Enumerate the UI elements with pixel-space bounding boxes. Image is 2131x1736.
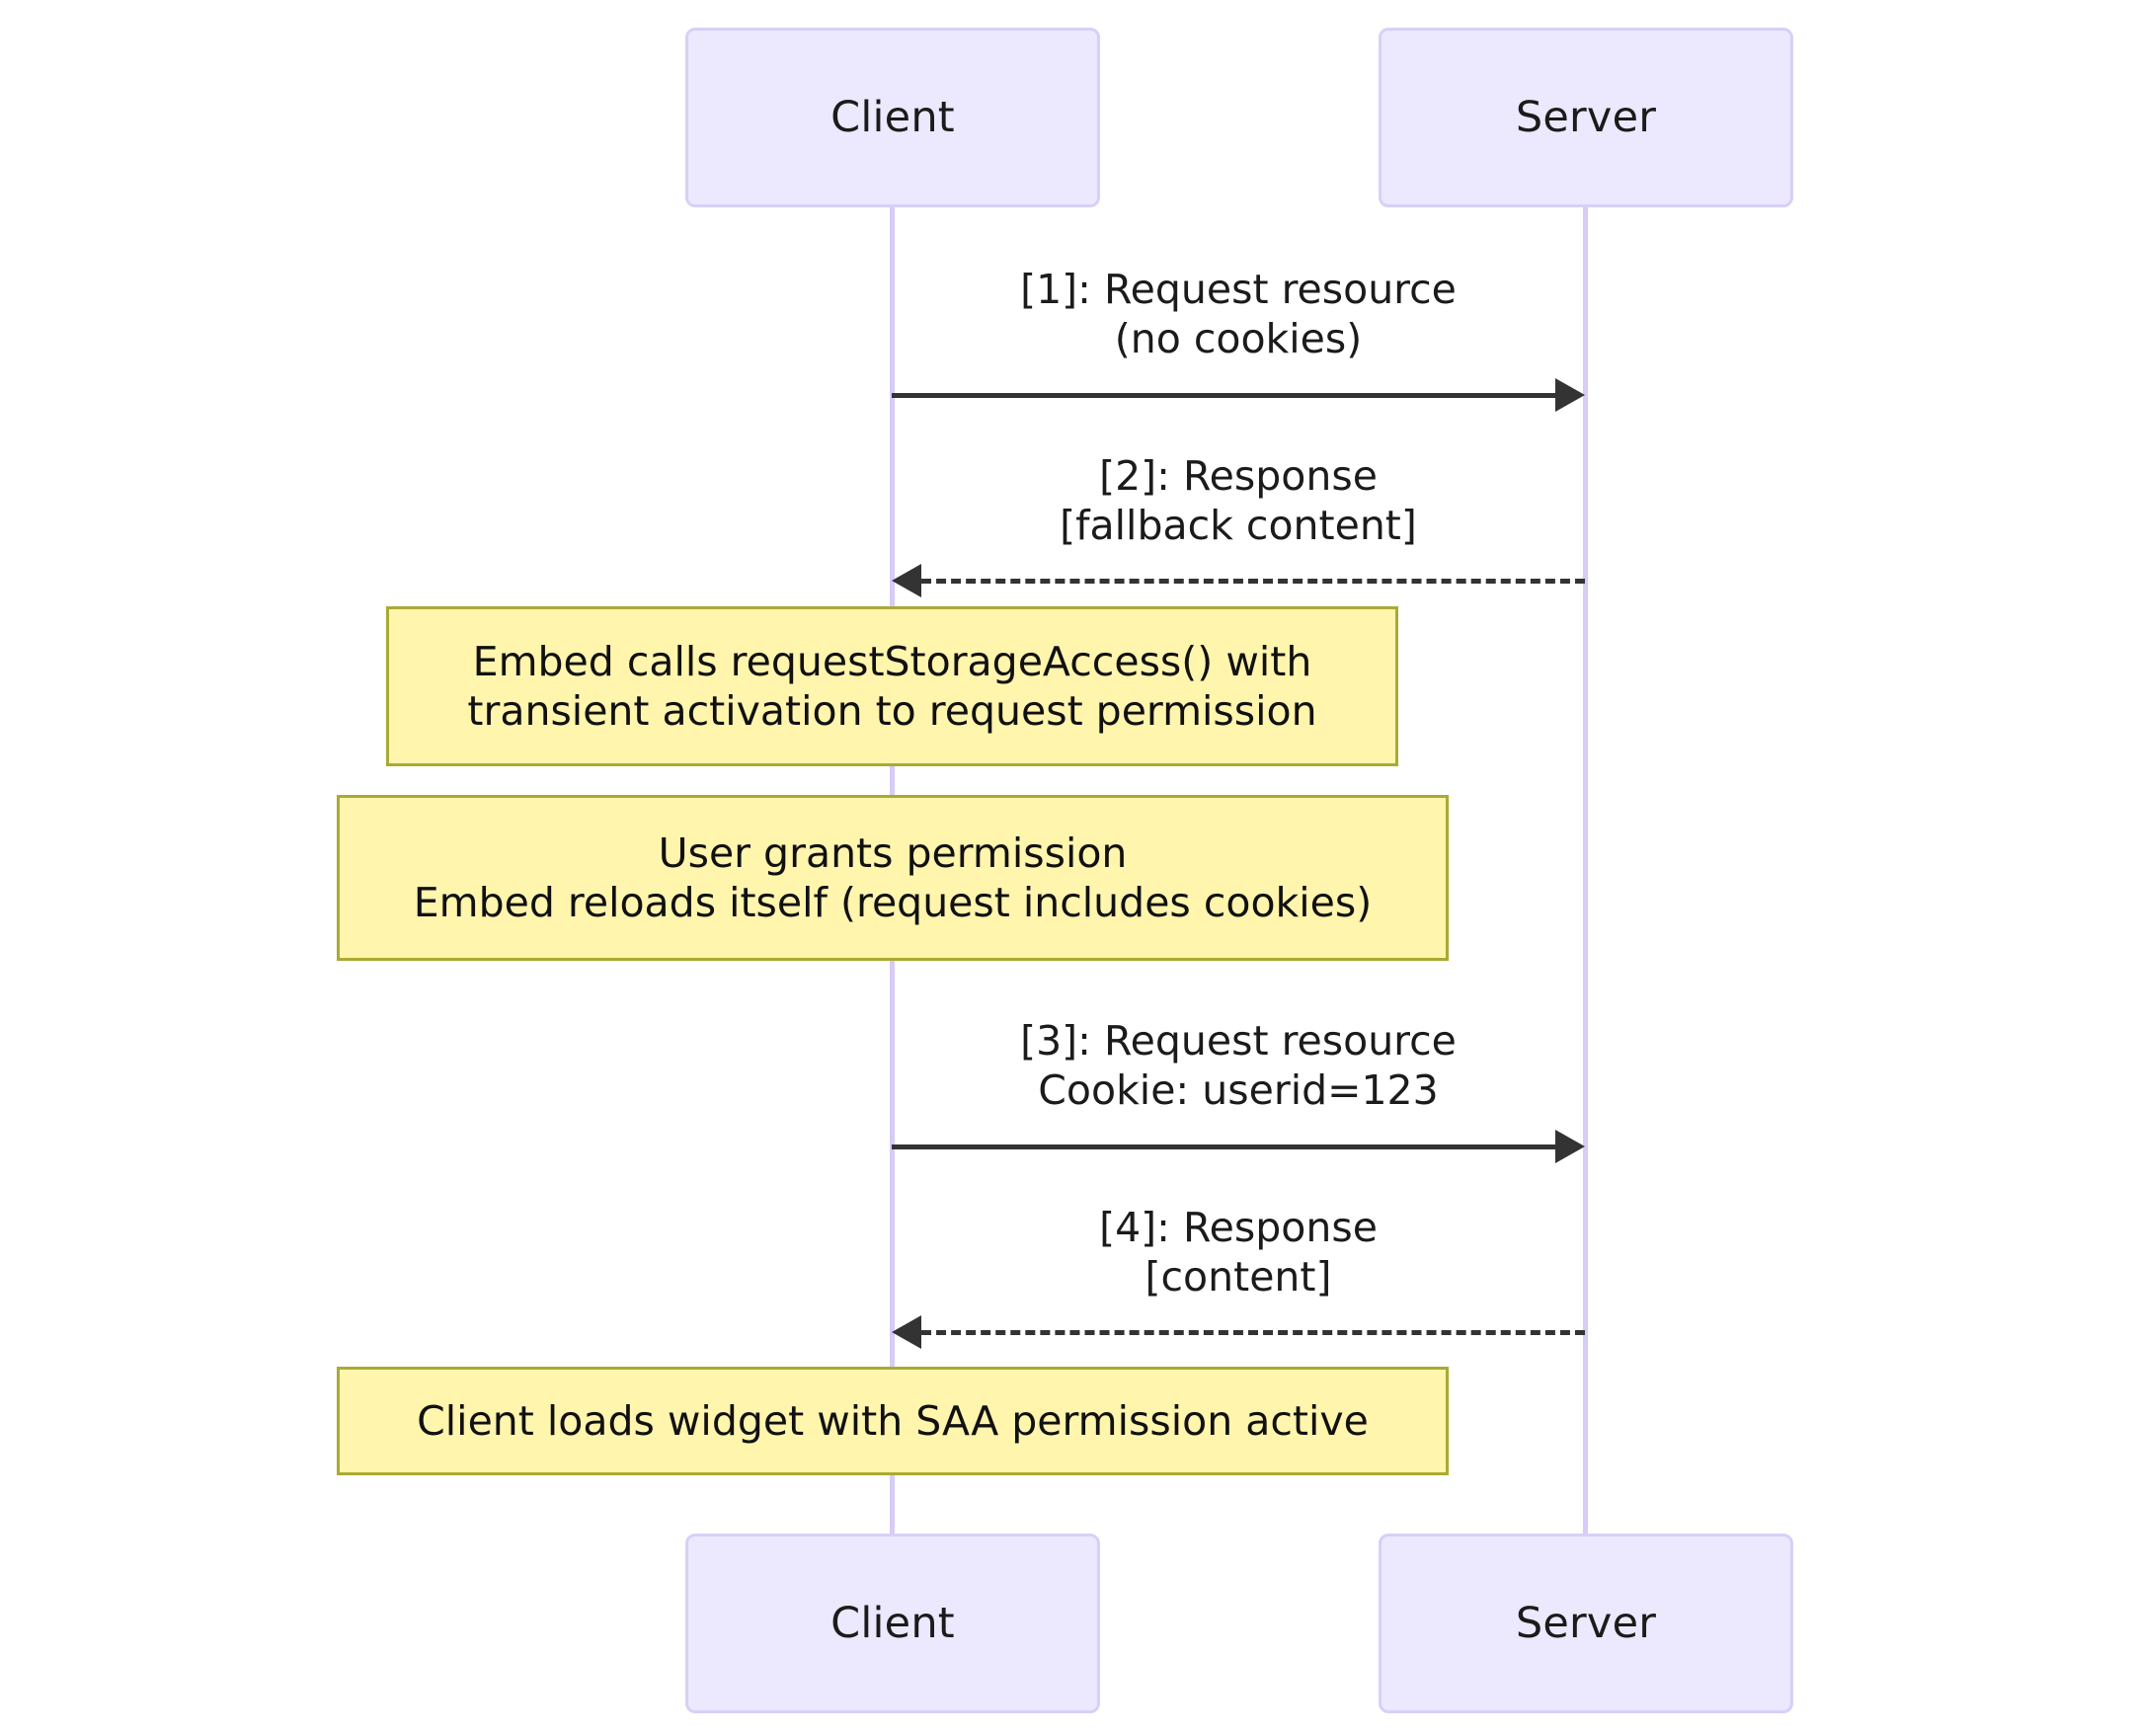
note-widget-loads-line-1: Client loads widget with SAA permission …: [417, 1396, 1369, 1445]
note-widget-loads: Client loads widget with SAA permission …: [337, 1367, 1449, 1475]
message-label-1-line-1: [1]: Request resource: [1020, 266, 1457, 313]
actor-label-client-top: Client: [830, 93, 955, 142]
message-label-4: [4]: Response [content]: [892, 1203, 1585, 1302]
message-label-4-line-1: [4]: Response: [1099, 1204, 1378, 1251]
message-arrow-line-2: [921, 579, 1585, 584]
note-user-grants: User grants permission Embed reloads its…: [337, 795, 1449, 961]
message-label-3-line-2: Cookie: userid=123: [1038, 1066, 1439, 1115]
message-label-4-line-2: [content]: [1144, 1253, 1332, 1302]
message-arrow-head-4: [892, 1315, 921, 1349]
message-label-3: [3]: Request resource Cookie: userid=123: [892, 1016, 1585, 1115]
actor-box-client-top[interactable]: Client: [685, 28, 1100, 207]
actor-label-client-bottom: Client: [830, 1599, 955, 1648]
message-label-2-line-2: [fallback content]: [1060, 502, 1417, 550]
actor-label-server-top: Server: [1515, 93, 1657, 142]
message-arrow-head-3: [1555, 1130, 1585, 1163]
lifeline-server: [1583, 207, 1588, 1536]
actor-box-client-bottom[interactable]: Client: [685, 1534, 1100, 1713]
message-arrow-line-1: [892, 393, 1555, 398]
message-label-3-line-1: [3]: Request resource: [1020, 1017, 1457, 1065]
message-arrow-head-1: [1555, 378, 1585, 412]
note-saa-request-line-2: transient activation to request permissi…: [467, 687, 1317, 735]
note-user-grants-line-2: Embed reloads itself (request includes c…: [413, 879, 1373, 926]
message-label-2-line-1: [2]: Response: [1099, 452, 1378, 500]
note-saa-request: Embed calls requestStorageAccess() with …: [386, 606, 1398, 766]
actor-box-server-bottom[interactable]: Server: [1379, 1534, 1793, 1713]
message-arrow-head-2: [892, 564, 921, 597]
message-label-2: [2]: Response [fallback content]: [892, 451, 1585, 550]
actor-label-server-bottom: Server: [1515, 1599, 1657, 1648]
message-arrow-line-4: [921, 1330, 1585, 1335]
message-label-1: [1]: Request resource (no cookies): [892, 265, 1585, 363]
note-saa-request-line-1: Embed calls requestStorageAccess() with: [472, 637, 1312, 685]
note-user-grants-line-1: User grants permission: [658, 829, 1128, 877]
message-arrow-line-3: [892, 1144, 1555, 1149]
actor-box-server-top[interactable]: Server: [1379, 28, 1793, 207]
message-label-1-line-2: (no cookies): [1114, 315, 1363, 363]
